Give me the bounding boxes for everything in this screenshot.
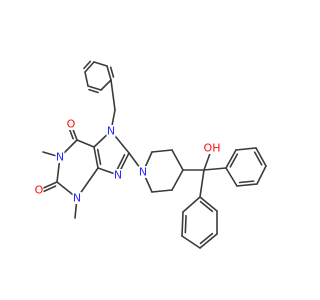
bond-b3-b4 — [84, 71, 89, 87]
atom-bg-n1 — [55, 151, 65, 163]
bond-l4-l5 — [199, 233, 218, 249]
bond-p2-p3 — [171, 149, 184, 171]
bond-b2-b3 — [84, 61, 95, 73]
molecule-canvas: N N N N N O O OH — [34, 60, 267, 249]
atom-label-n7: N — [107, 125, 115, 138]
bond-r3-r4-double — [253, 151, 263, 166]
bond-r5-r6-double — [238, 180, 255, 184]
atom-bg-o2 — [34, 184, 44, 196]
bond-b6-ch2 — [110, 79, 116, 111]
atom-bg-n9 — [113, 169, 123, 181]
bond-c5-c6 — [76, 139, 95, 148]
bond-r4-r5 — [256, 165, 267, 185]
bond-b2-b3-double — [83, 60, 92, 70]
bond-l1-l2 — [182, 196, 201, 213]
bond-n9-c8-double — [115, 154, 126, 172]
bond-p1-p2 — [151, 149, 173, 153]
bond-r3-r4 — [255, 147, 267, 167]
atom-bg-o6 — [66, 118, 76, 130]
bond-b5-b6 — [100, 79, 112, 91]
bond-l3-l4 — [181, 235, 201, 249]
bond-cq-l1 — [199, 169, 205, 198]
atom-label-oh: OH — [204, 142, 221, 155]
bond-l4-l5-double — [199, 232, 214, 245]
bond-c2-o2-double — [42, 185, 57, 193]
bond-l2-l3-double — [184, 214, 187, 234]
atom-label-n_pip: N — [139, 166, 147, 179]
bond-l6-l1 — [199, 196, 218, 212]
bond-b6-b1-double — [109, 66, 115, 78]
bond-l2-l3 — [181, 211, 184, 237]
bond-b1-b2 — [93, 61, 108, 67]
bond-p4-p5 — [151, 189, 173, 193]
bond-r1-r2-double — [229, 153, 239, 168]
atom-bg-n7 — [106, 125, 116, 137]
bond-r5-r6 — [236, 183, 258, 187]
atom-bg-n_pip — [138, 166, 148, 178]
bond-b4-b5 — [87, 85, 102, 91]
bond-r2-r3 — [235, 147, 257, 151]
bond-r1-r2 — [225, 149, 237, 169]
bond-cq-r1 — [203, 167, 227, 171]
atom-bg-n3 — [72, 192, 82, 204]
atom-bg-oh — [204, 142, 220, 154]
bond-b6-b1 — [106, 65, 112, 81]
bond-p3-p4 — [171, 169, 184, 191]
atom-label-o2: O — [35, 184, 44, 197]
bond-l6-l1-double — [199, 200, 214, 213]
atom-label-n9: N — [114, 169, 122, 182]
bond-c5-c4-double — [96, 148, 102, 166]
atom-label-o6: O — [67, 118, 76, 131]
atom-label-n1: N — [56, 151, 64, 164]
atom-label-n3: N — [73, 192, 81, 205]
bond-c5-c4 — [93, 146, 99, 169]
molecule-structure-diagram: N N N N N O O OH — [34, 60, 267, 249]
bond-b4-b5-double — [88, 88, 99, 94]
bond-r6-r1 — [225, 167, 238, 187]
